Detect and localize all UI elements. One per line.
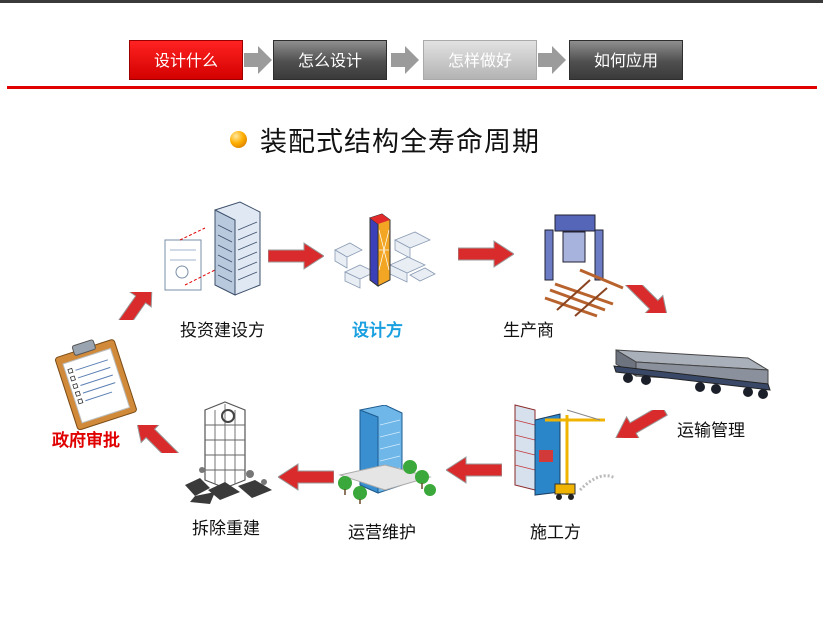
factory-crane-icon [544,214,624,318]
transport-truck-icon [613,349,771,399]
flow-arrow-icon [135,425,181,453]
nav-step-what[interactable]: 设计什么 [129,40,243,80]
flow-arrow-icon [114,292,153,320]
node-label-designer: 设计方 [352,321,403,341]
header-divider [7,86,817,89]
nav-arrow-icon [244,46,272,74]
flow-arrow-icon [614,410,668,438]
demolition-icon [185,401,272,504]
nav-step-well[interactable]: 怎样做好 [423,40,537,80]
operation-building-icon [338,405,436,504]
page-title: 装配式结构全寿命周期 [260,127,540,158]
title-bullet-icon [230,131,247,148]
node-label-operation: 运营维护 [348,523,416,543]
top-rule [0,0,823,3]
node-label-government: 政府审批 [52,431,120,451]
construction-site-icon [514,404,616,500]
node-label-producer: 生产商 [503,321,554,341]
design-model-icon [334,213,436,289]
flow-arrow-icon [623,285,669,313]
clipboard-approval-icon [55,339,137,430]
nav-step-apply[interactable]: 如何应用 [569,40,683,80]
flow-arrow-icon [268,242,324,270]
node-label-transport: 运输管理 [677,421,745,441]
nav-step-how[interactable]: 怎么设计 [273,40,387,80]
node-label-demolition: 拆除重建 [192,519,260,539]
office-building-icon [164,201,261,296]
step-navigation: 设计什么 怎么设计 怎样做好 如何应用 [0,0,823,100]
node-label-constructor: 施工方 [530,523,581,543]
node-label-investor: 投资建设方 [180,321,265,341]
flow-arrow-icon [278,463,334,491]
nav-arrow-icon [538,46,566,74]
flow-arrow-icon [458,240,514,268]
nav-arrow-icon [391,46,419,74]
flow-arrow-icon [446,456,502,484]
